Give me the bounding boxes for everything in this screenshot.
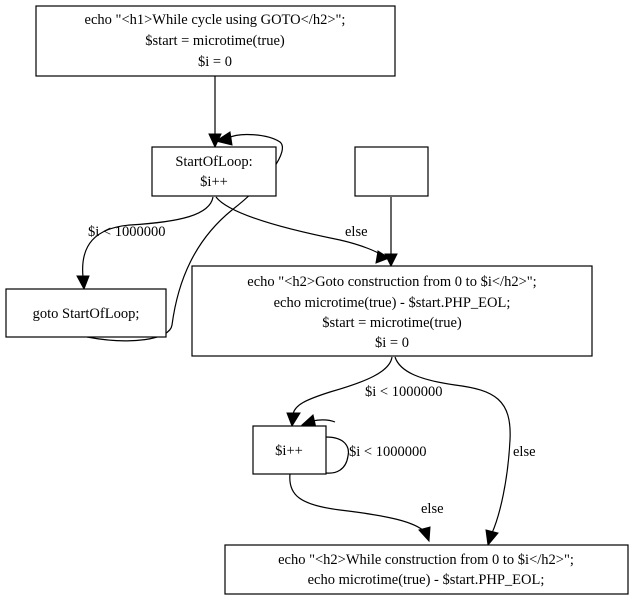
edge-while-else (289, 473, 426, 533)
edge-goto-to-loop-arrow (214, 131, 233, 146)
edge-done-to-while-arrow (286, 412, 301, 428)
node-while-done-box (224, 544, 629, 595)
node-start-of-loop: StartOfLoop: $i++ (151, 146, 277, 197)
edge-label-done-to-while: $i < 1000000 (365, 384, 442, 400)
node-goto-line-1: goto StartOfLoop; (33, 306, 140, 322)
node-goto-done: echo "<h2>Goto construction from 0 to $i… (191, 265, 593, 357)
node-init-box (35, 5, 396, 77)
edge-label-done-else: else (513, 444, 536, 460)
node-init-line-1: echo "<h1>While cycle using GOTO</h2>"; (85, 12, 346, 28)
node-while-done-line-1: echo "<h2>While construction from 0 to $… (278, 552, 574, 568)
edge-done-else-arrow (485, 529, 499, 547)
edge-label-while-self: $i < 1000000 (349, 444, 426, 460)
edge-empty-to-done-arrow (384, 253, 398, 268)
node-start-of-loop-line-2: $i++ (200, 174, 228, 190)
node-goto-box (5, 288, 167, 338)
edge-while-self (325, 436, 350, 474)
node-while-inc-line-1: $i++ (275, 443, 303, 459)
edge-loop-to-goto (82, 196, 214, 278)
node-goto-done-line-3: $start = microtime(true) (322, 315, 462, 331)
edge-label-loop-else: else (345, 224, 368, 240)
node-goto: goto StartOfLoop; (5, 288, 167, 338)
edge-loop-else (215, 196, 384, 257)
node-init-line-2: $start = microtime(true) (145, 33, 285, 49)
node-goto-done-line-1: echo "<h2>Goto construction from 0 to $i… (247, 274, 536, 290)
edge-label-loop-to-goto: $i < 1000000 (88, 224, 165, 240)
node-init: echo "<h1>While cycle using GOTO</h2>"; … (35, 5, 396, 77)
edge-done-else (394, 356, 511, 534)
node-goto-done-line-2: echo microtime(true) - $start.PHP_EOL; (274, 295, 511, 311)
edge-while-else-arrow (418, 526, 431, 543)
node-start-of-loop-line-1: StartOfLoop: (175, 154, 252, 170)
node-while-inc: $i++ (252, 425, 327, 475)
node-goto-done-line-4: $i = 0 (375, 335, 409, 351)
node-init-line-3: $i = 0 (198, 54, 232, 70)
edge-done-to-while (292, 356, 393, 415)
edge-loop-to-goto-arrow (76, 275, 90, 291)
node-start-of-loop-box (151, 146, 277, 197)
edge-loop-else-arrow (375, 250, 391, 264)
node-while-done: echo "<h2>While construction from 0 to $… (224, 544, 629, 595)
node-goto-done-box (191, 265, 593, 357)
edge-label-while-else: else (421, 501, 444, 517)
node-empty-box (354, 146, 429, 197)
node-while-done-line-2: echo microtime(true) - $start.PHP_EOL; (308, 572, 545, 588)
node-while-inc-box (252, 425, 327, 475)
node-empty (354, 146, 429, 197)
